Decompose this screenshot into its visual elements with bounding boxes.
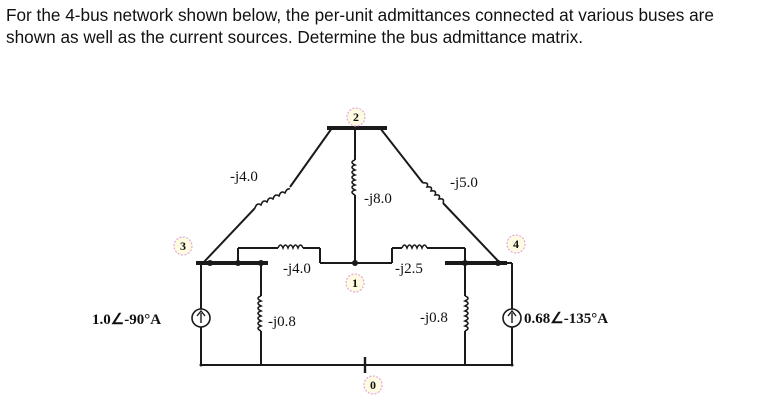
problem-text-line-1: For the 4-bus network shown below, the p… [6,5,714,25]
current-source-3 [191,262,211,365]
admittance-3-1-label: -j4.0 [283,261,311,277]
admittance-3-2-label: -j4.0 [230,169,258,185]
current-source-3-label: 1.0∠-90°A [92,312,161,328]
admittance-2-4-label: -j5.0 [450,175,478,191]
bus-0-number: 0 [370,378,376,392]
problem-statement: For the 4-bus network shown below, the p… [6,4,764,48]
bus-label-4: 4 [506,234,526,254]
bus-label-0: 0 [363,375,383,395]
bus-label-1: 1 [345,273,365,293]
current-source-4-label: 0.68∠-135°A [524,311,608,327]
bus-1-number: 1 [352,276,358,290]
admittance-4-0-label: -j0.8 [420,310,448,326]
admittance-1-4-label: -j2.5 [395,261,423,277]
admittance-3-0-label: -j0.8 [268,314,296,330]
problem-text-line-2: shown as well as the current sources. De… [6,27,583,47]
bus-2-number: 2 [353,110,359,124]
branch-3-2 [202,127,333,264]
bus-label-2: 2 [346,107,366,127]
reference-bus-0 [199,357,514,373]
branch-2-4 [379,127,501,264]
bus-3-dot-b [235,260,241,266]
current-source-4 [498,262,522,365]
branch-1-2 [351,128,358,263]
bus-label-3: 3 [173,236,193,256]
bus-1-node [352,260,358,266]
shunt-3-0 [257,263,264,365]
bus-3-number: 3 [180,239,186,253]
admittance-1-2-label: -j8.0 [364,191,392,207]
shunt-4-0 [462,263,469,365]
bus-4-number: 4 [513,237,519,251]
